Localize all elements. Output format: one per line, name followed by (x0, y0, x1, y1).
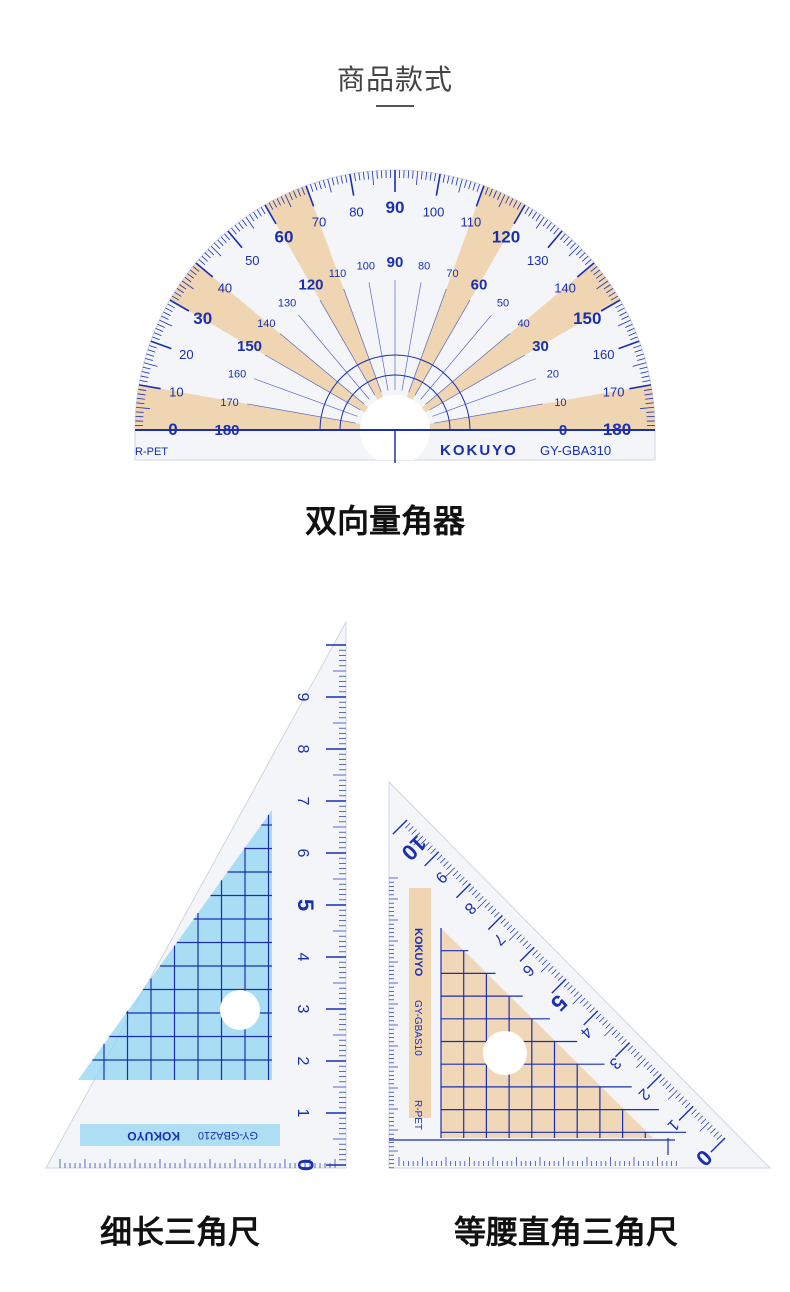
svg-text:160: 160 (593, 347, 615, 362)
slim-triangle-model: GY-GBA210 (198, 1129, 258, 1141)
isosceles-triangle-caption: 等腰直角三角尺 (454, 1213, 679, 1251)
svg-text:1: 1 (294, 1109, 311, 1118)
slim-triangle-caption: 细长三角尺 (100, 1213, 261, 1251)
svg-text:9: 9 (294, 693, 311, 702)
slim-triangle-image: 0 1 2 3 4 5 6 7 8 9 GY-GBA210 KOKUYO (45, 621, 347, 1171)
svg-text:110: 110 (461, 214, 482, 229)
svg-text:140: 140 (257, 318, 275, 330)
svg-text:20: 20 (547, 369, 559, 381)
svg-text:110: 110 (329, 268, 347, 280)
protractor-brand: KOKUYO (440, 442, 518, 459)
svg-text:2: 2 (294, 1057, 311, 1066)
svg-text:90: 90 (386, 198, 405, 217)
svg-text:50: 50 (245, 253, 259, 268)
svg-text:80: 80 (349, 204, 363, 219)
svg-text:8: 8 (294, 745, 311, 754)
svg-text:5: 5 (293, 899, 318, 911)
svg-text:6: 6 (294, 849, 311, 858)
svg-text:120: 120 (298, 277, 323, 294)
svg-text:100: 100 (357, 261, 375, 273)
svg-text:40: 40 (518, 318, 530, 330)
svg-text:80: 80 (418, 261, 430, 273)
svg-text:4: 4 (294, 953, 311, 962)
svg-text:70: 70 (312, 214, 326, 229)
svg-text:170: 170 (220, 397, 238, 409)
svg-text:160: 160 (228, 369, 246, 381)
svg-text:100: 100 (423, 204, 445, 219)
svg-text:20: 20 (179, 347, 193, 362)
svg-text:90: 90 (387, 254, 404, 271)
protractor-material: R-PET (135, 446, 168, 458)
svg-text:150: 150 (237, 338, 262, 355)
svg-text:150: 150 (573, 309, 601, 328)
svg-text:120: 120 (492, 228, 520, 247)
section-title: 商品款式 (336, 63, 453, 96)
title-divider (376, 105, 414, 107)
svg-text:50: 50 (497, 297, 509, 309)
svg-text:30: 30 (532, 338, 549, 355)
svg-text:70: 70 (446, 268, 458, 280)
protractor-caption: 双向量角器 (305, 502, 466, 540)
svg-text:60: 60 (275, 228, 294, 247)
svg-text:0: 0 (293, 1159, 318, 1171)
svg-text:30: 30 (193, 309, 212, 328)
svg-text:3: 3 (294, 1005, 311, 1014)
isosceles-triangle-brand: KOKUYO (412, 928, 424, 977)
svg-text:40: 40 (218, 280, 232, 295)
svg-text:130: 130 (527, 253, 549, 268)
protractor-image: 0102030405060708090100110120130140150160… (134, 169, 656, 463)
svg-text:7: 7 (294, 797, 311, 806)
svg-text:130: 130 (278, 297, 296, 309)
svg-text:60: 60 (471, 277, 488, 294)
svg-text:140: 140 (554, 280, 576, 295)
svg-text:10: 10 (169, 384, 183, 399)
svg-text:170: 170 (603, 384, 625, 399)
svg-text:10: 10 (554, 397, 566, 409)
isosceles-triangle-model: GY-GBAS10 (412, 1000, 423, 1056)
isosceles-triangle-material: R-PET (412, 1100, 423, 1130)
slim-triangle-brand: KOKUYO (127, 1129, 180, 1143)
protractor-model: GY-GBA310 (540, 443, 611, 458)
